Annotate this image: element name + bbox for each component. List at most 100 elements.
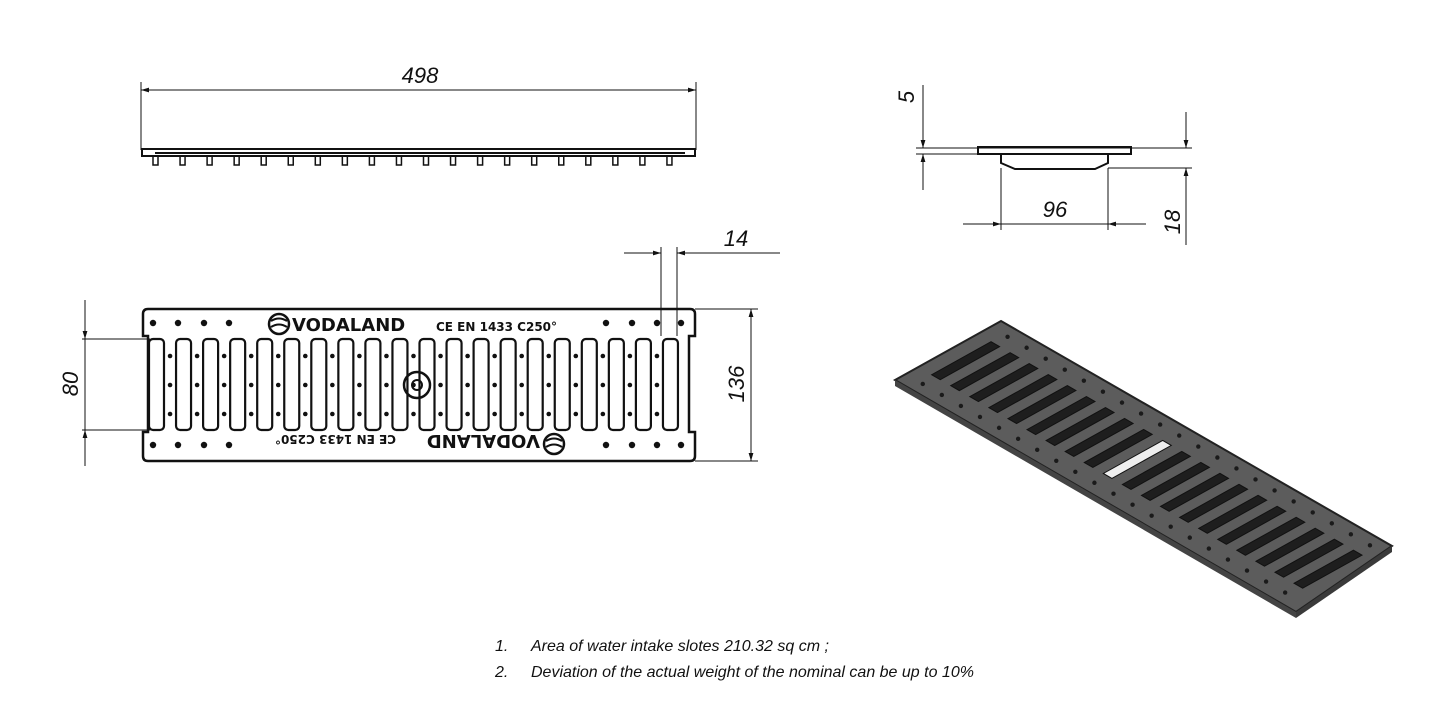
mounting-hole: [149, 319, 157, 327]
mounting-hole: [225, 441, 233, 449]
slot: [634, 337, 653, 432]
iso-hole: [996, 425, 1002, 431]
side-view: [140, 82, 697, 166]
rib-dot: [194, 411, 200, 417]
rib-dot: [546, 353, 552, 359]
peg: [206, 155, 213, 166]
iso-hole: [1225, 557, 1231, 562]
iso-hole: [1272, 488, 1277, 493]
rib-dot: [411, 411, 416, 417]
iso-slot: [1273, 538, 1344, 578]
iso-slot: [968, 363, 1039, 403]
peg: [476, 155, 484, 166]
iso-hole: [1035, 447, 1040, 453]
slot: [147, 337, 166, 432]
mounting-hole: [149, 441, 157, 449]
notes: 1.Area of water intake slotes 210.32 sq …: [495, 634, 974, 686]
rib-dot: [384, 353, 389, 359]
rib-dot: [411, 353, 416, 359]
iso-hole: [1015, 436, 1021, 442]
dimension-body-width-label: 96: [1043, 197, 1068, 222]
iso-hole: [977, 414, 983, 420]
rib-dot: [330, 353, 335, 359]
iso-slot: [1254, 527, 1325, 567]
dimension-height-label: 18: [1160, 209, 1185, 234]
logo-emblem-icon: [542, 432, 566, 456]
slot: [310, 337, 328, 432]
peg: [314, 155, 322, 166]
iso-hole: [920, 381, 925, 387]
iso-hole: [1149, 513, 1154, 518]
iso-hole: [1100, 389, 1106, 394]
dimension-flange-label: 5: [894, 90, 919, 103]
slot: [472, 337, 490, 432]
rib-dot: [654, 382, 660, 388]
iso-hole: [1253, 477, 1258, 482]
rib-dot: [221, 382, 227, 388]
plan-dimensions: [82, 247, 780, 466]
rib-dot: [573, 353, 579, 359]
rib-dot: [303, 411, 308, 417]
iso-hole: [1119, 400, 1125, 405]
mounting-hole: [174, 441, 182, 449]
center-bolt-ring: [402, 370, 432, 400]
slot: [283, 337, 301, 432]
iso-slot: [1216, 505, 1287, 545]
iso-hole: [1073, 469, 1078, 474]
peg: [666, 155, 673, 166]
standard-mark-bottom: CE EN 1433 C250°: [275, 432, 396, 446]
iso-slot: [1102, 439, 1173, 479]
rib-dot: [248, 382, 254, 388]
iso-slot: [1006, 384, 1077, 425]
peg: [612, 155, 619, 166]
logo-emblem-icon: [267, 312, 291, 336]
mounting-hole: [225, 319, 233, 327]
peg: [287, 155, 294, 166]
iso-hole: [1130, 502, 1135, 507]
dimension-slot-zone-label: 80: [58, 371, 83, 396]
rib-dot: [654, 411, 660, 417]
slot: [391, 337, 409, 432]
slot: [174, 337, 193, 432]
peg: [449, 155, 457, 166]
iso-hole: [1111, 491, 1116, 496]
rib-dot: [627, 411, 633, 417]
peg: [179, 155, 186, 166]
iso-hole: [1244, 568, 1250, 573]
rib-dot: [221, 411, 227, 417]
peg: [395, 155, 403, 166]
iso-slot: [1178, 483, 1249, 523]
rib-dot: [438, 353, 443, 359]
rib-dot: [465, 353, 470, 359]
rib-dot: [194, 382, 200, 388]
rib-dot: [275, 382, 281, 388]
rib-dot: [303, 382, 308, 388]
iso-slot: [930, 341, 1001, 381]
peg: [558, 155, 565, 166]
iso-hole: [1348, 532, 1354, 537]
iso-hole: [1234, 466, 1239, 471]
peg: [233, 155, 240, 166]
rib-dot: [167, 411, 173, 417]
slot: [256, 337, 274, 432]
slot: [229, 337, 247, 432]
iso-slot: [1235, 516, 1306, 556]
mounting-hole: [653, 319, 661, 327]
iso-hole: [1081, 378, 1087, 383]
iso-hole: [1196, 444, 1201, 449]
peg: [422, 155, 430, 166]
mounting-hole: [602, 441, 610, 449]
iso-slot: [949, 352, 1020, 392]
iso-hole: [939, 392, 945, 398]
brand-mark-top: VODALAND: [292, 315, 405, 336]
note-1: 1.Area of water intake slotes 210.32 sq …: [495, 638, 829, 655]
slot: [202, 337, 220, 432]
rib-dot: [519, 411, 524, 417]
dimension-slot-width-label: 14: [724, 226, 748, 251]
rib-dot: [384, 411, 389, 417]
rib-dot: [600, 411, 606, 417]
rib-dot: [167, 353, 173, 359]
iso-slot: [1064, 417, 1135, 458]
rib-dot: [627, 382, 633, 388]
iso-hole: [1215, 455, 1220, 460]
